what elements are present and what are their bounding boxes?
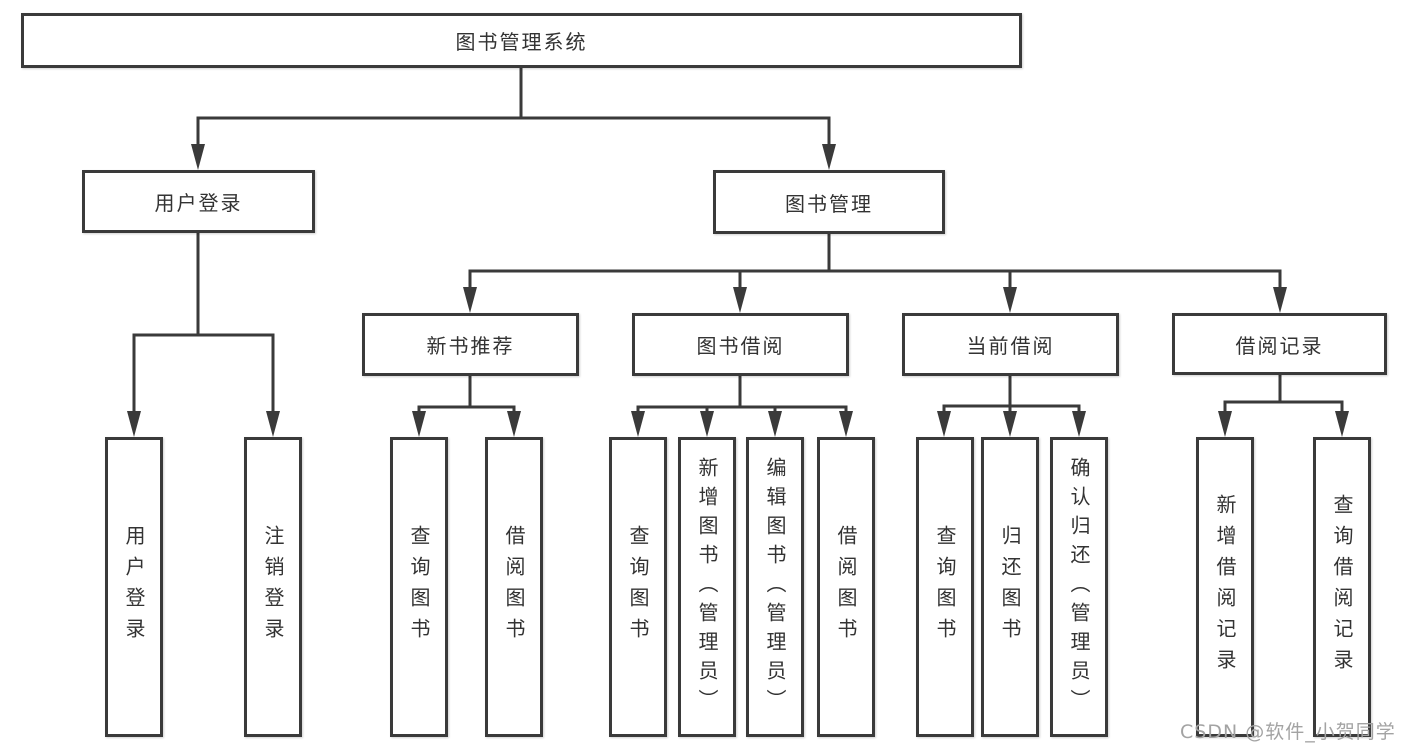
edge-new-book-children [417, 373, 516, 414]
csdn-watermark: CSDN @软件_小贺同学 [1180, 721, 1396, 743]
arrow-leaf-return [1003, 411, 1017, 437]
arrow-user-login [191, 144, 205, 170]
node-label: 查询借阅记录 [1330, 494, 1354, 680]
arrow-borrow-records [1273, 287, 1287, 313]
edge-current-borrow-children [942, 373, 1081, 414]
node-label: 用户登录 [122, 525, 146, 649]
arrow-leaf-add-book [700, 411, 714, 437]
leaf-borrow-book-recommend: 借阅图书 [485, 437, 543, 737]
arrow-leaf-query-3 [937, 411, 951, 437]
leaf-query-book-recommend: 查询图书 [390, 437, 448, 737]
arrow-leaf-confirm-return [1072, 411, 1086, 437]
arrow-leaf-logout [266, 411, 280, 437]
node-book-management: 图书管理 [713, 170, 945, 234]
node-label: 借阅图书 [834, 525, 858, 649]
node-label: 图书借阅 [696, 334, 785, 358]
arrow-book-borrow [733, 287, 747, 313]
node-user-login: 用户登录 [82, 170, 315, 233]
node-label: 注销登录 [261, 525, 285, 649]
leaf-return-book: 归还图书 [981, 437, 1039, 737]
leaf-query-borrow-record: 查询借阅记录 [1313, 437, 1371, 737]
node-label: 借阅记录 [1235, 333, 1324, 358]
arrow-leaf-query-record [1335, 411, 1349, 437]
node-label: 图书管理系统 [455, 30, 588, 54]
leaf-query-book-current: 查询图书 [916, 437, 974, 737]
edge-root-to-level2 [196, 66, 831, 148]
node-label: 查询图书 [626, 525, 650, 649]
node-current-borrow: 当前借阅 [902, 313, 1119, 376]
arrow-new-book [463, 287, 477, 313]
edge-book-borrow-children [636, 373, 848, 414]
node-new-book-recommend: 新书推荐 [362, 313, 579, 376]
node-borrow-records: 借阅记录 [1172, 313, 1387, 375]
leaf-query-book-borrow: 查询图书 [609, 437, 667, 737]
leaf-borrow-book: 借阅图书 [817, 437, 875, 737]
node-book-borrow: 图书借阅 [632, 313, 849, 376]
leaf-add-book-admin: 新增图书（管理员） [678, 437, 736, 737]
node-label: 图书管理 [785, 191, 873, 216]
arrow-leaf-borrow-1 [507, 411, 521, 437]
node-root: 图书管理系统 [21, 13, 1022, 68]
leaf-edit-book-admin: 编辑图书（管理员） [746, 437, 804, 737]
arrowheads [127, 144, 1349, 437]
node-label: 查询图书 [933, 525, 957, 649]
edge-borrow-records-children [1223, 373, 1344, 414]
arrow-book-management [822, 144, 836, 170]
node-label: 新增借阅记录 [1213, 494, 1237, 680]
node-label: 编辑图书（管理员） [763, 456, 787, 718]
node-label: 查询图书 [407, 525, 431, 649]
arrow-leaf-query-1 [412, 411, 426, 437]
arrow-current-borrow [1003, 287, 1017, 313]
node-label: 归还图书 [998, 525, 1022, 649]
arrow-leaf-edit-book [768, 411, 782, 437]
leaf-user-login: 用户登录 [105, 437, 163, 737]
node-label: 用户登录 [154, 191, 243, 215]
arrow-leaf-login [127, 411, 141, 437]
leaf-logout: 注销登录 [244, 437, 302, 737]
arrow-leaf-query-2 [631, 411, 645, 437]
leaf-confirm-return-admin: 确认归还（管理员） [1050, 437, 1108, 737]
edge-user-login-children [132, 231, 275, 415]
edge-book-management-children [468, 232, 1282, 291]
node-label: 当前借阅 [966, 334, 1055, 358]
arrow-leaf-borrow-2 [839, 411, 853, 437]
node-label: 新书推荐 [426, 334, 515, 358]
leaf-add-borrow-record: 新增借阅记录 [1196, 437, 1254, 737]
node-label: 确认归还（管理员） [1067, 456, 1091, 718]
node-label: 借阅图书 [502, 525, 526, 649]
arrow-leaf-add-record [1218, 411, 1232, 437]
node-label: 新增图书（管理员） [695, 456, 719, 718]
